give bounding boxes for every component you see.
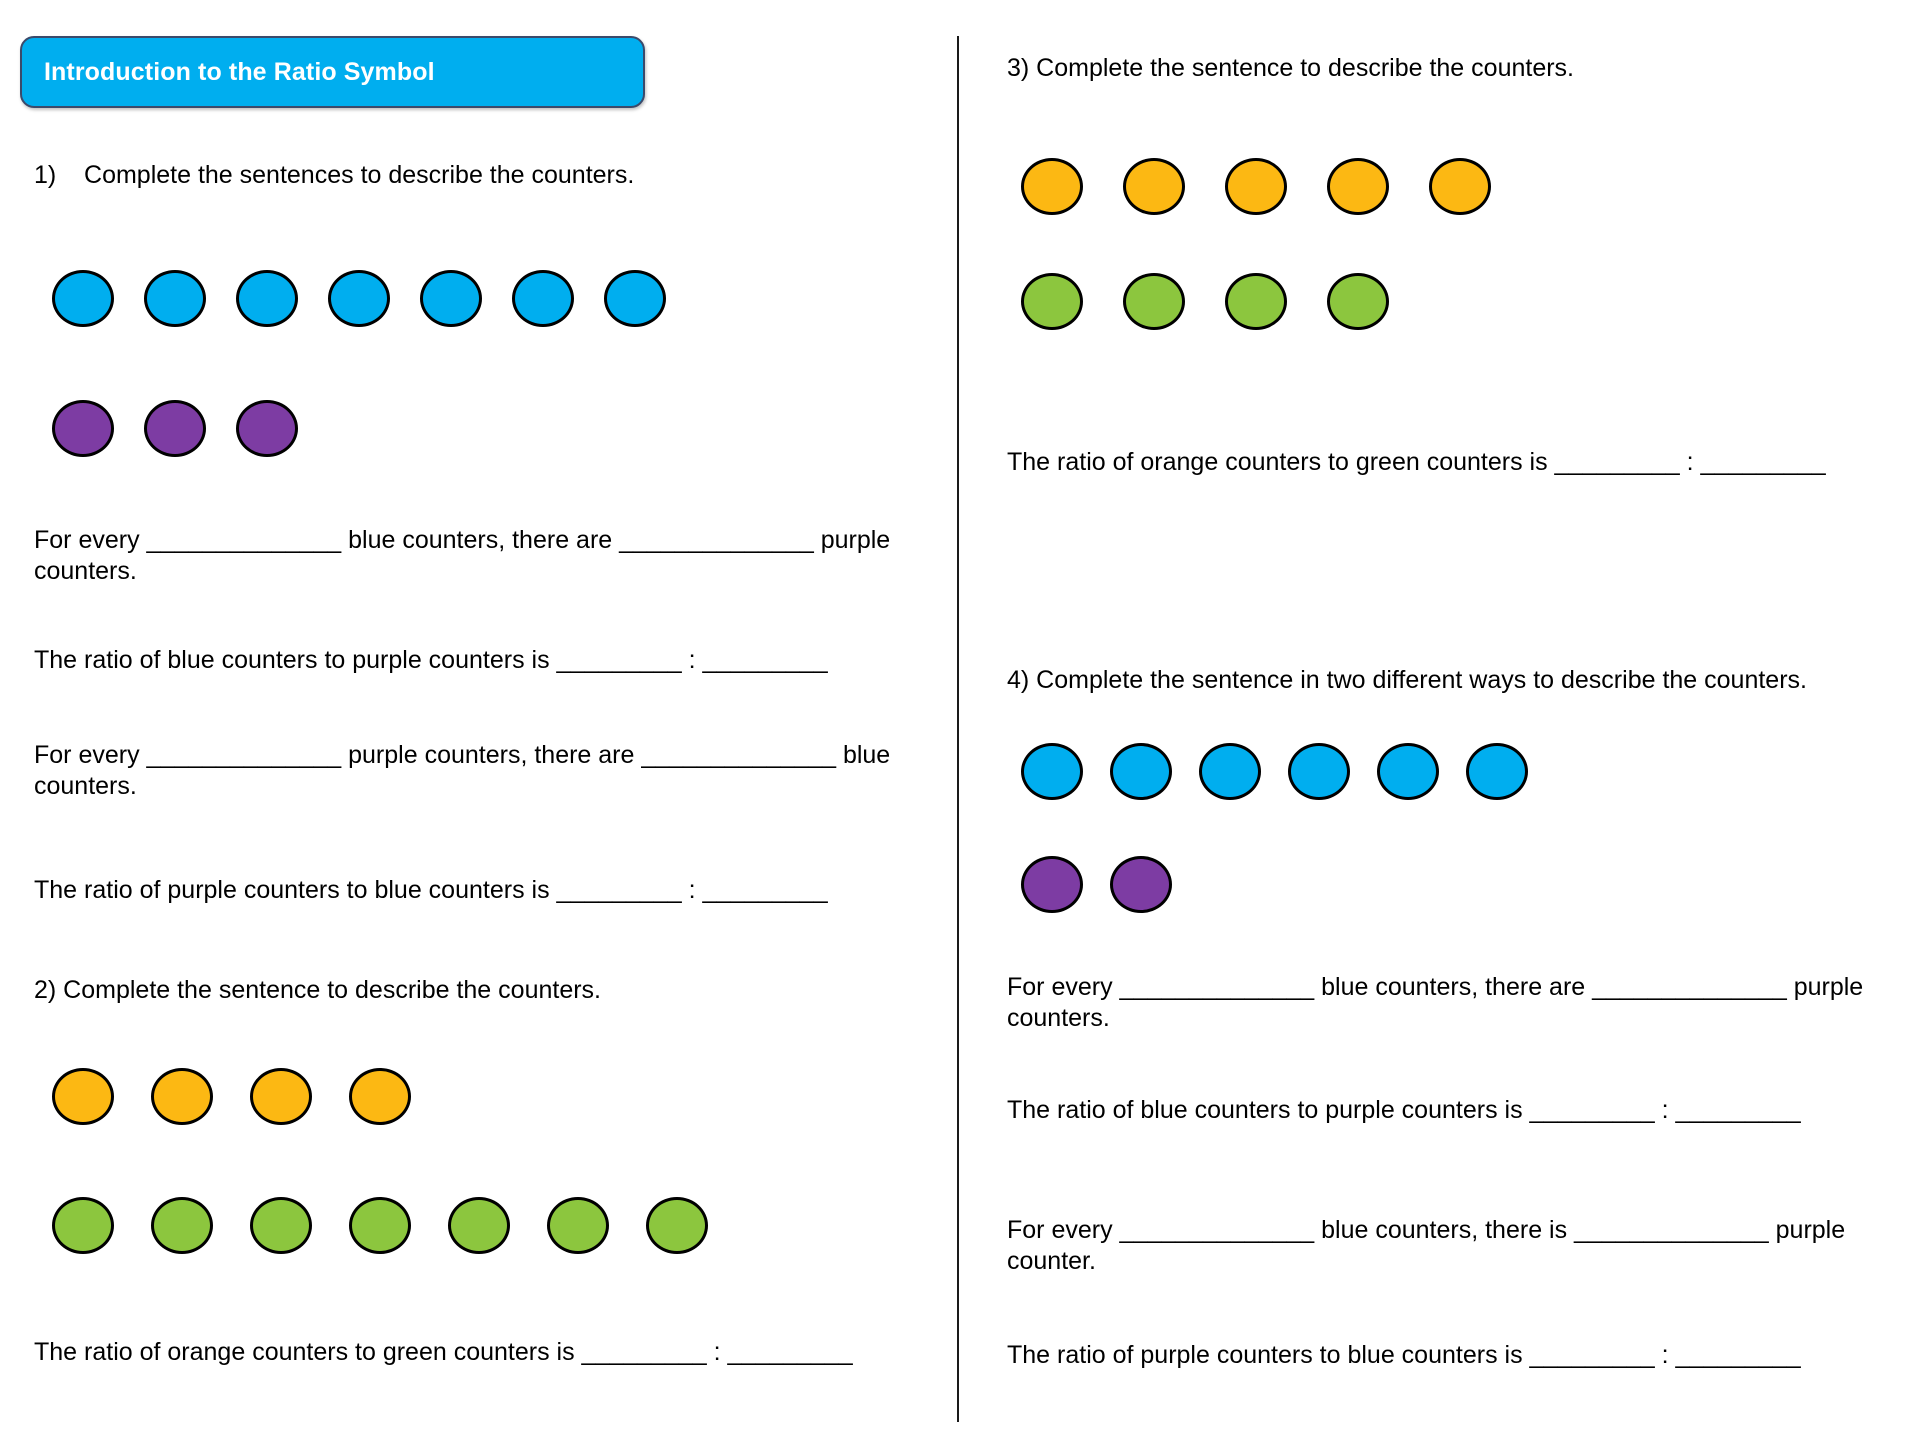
right-column: 3) Complete the sentence to describe the… — [959, 0, 1920, 1440]
question-3-counter-row-green — [1021, 273, 1389, 330]
counter-blue — [144, 270, 206, 327]
counter-purple — [1110, 856, 1172, 913]
counter-orange — [151, 1068, 213, 1125]
counter-purple — [52, 400, 114, 457]
question-4-heading: 4) Complete the sentence in two differen… — [1007, 666, 1807, 694]
counter-green — [1021, 273, 1083, 330]
counter-green — [52, 1197, 114, 1254]
counter-blue — [512, 270, 574, 327]
question-4-sentence-3: For every ______________ blue counters, … — [1007, 1216, 1853, 1275]
counter-green — [1225, 273, 1287, 330]
counter-purple — [144, 400, 206, 457]
counter-green — [547, 1197, 609, 1254]
counter-orange — [1429, 158, 1491, 215]
question-3-heading: 3) Complete the sentence to describe the… — [1007, 54, 1574, 82]
counter-green — [151, 1197, 213, 1254]
question-1-sentence-1: For every ______________ blue counters, … — [34, 526, 898, 585]
counter-blue — [1110, 743, 1172, 800]
counter-orange — [1021, 158, 1083, 215]
counter-green — [349, 1197, 411, 1254]
counter-blue — [604, 270, 666, 327]
counter-green — [448, 1197, 510, 1254]
question-1-counter-row-purple — [52, 400, 298, 457]
question-2-counter-row-green — [52, 1197, 708, 1254]
question-4-counter-row-purple — [1021, 856, 1172, 913]
counter-green — [1123, 273, 1185, 330]
counter-orange — [250, 1068, 312, 1125]
title-banner: Introduction to the Ratio Symbol — [20, 36, 645, 108]
counter-green — [250, 1197, 312, 1254]
left-column: Introduction to the Ratio Symbol 1) Comp… — [0, 0, 957, 1440]
counter-blue — [1199, 743, 1261, 800]
counter-blue — [1377, 743, 1439, 800]
question-2-counter-row-orange — [52, 1068, 411, 1125]
counter-orange — [1123, 158, 1185, 215]
question-3-counter-row-orange — [1021, 158, 1491, 215]
question-2-heading: 2) Complete the sentence to describe the… — [34, 976, 601, 1004]
question-4-counter-row-blue — [1021, 743, 1528, 800]
counter-orange — [1327, 158, 1389, 215]
counter-green — [646, 1197, 708, 1254]
question-4-sentence-1: For every ______________ blue counters, … — [1007, 973, 1871, 1032]
question-4-sentence-4: The ratio of purple counters to blue cou… — [1007, 1341, 1801, 1369]
counter-blue — [52, 270, 114, 327]
counter-blue — [1021, 743, 1083, 800]
question-1-sentence-2: The ratio of blue counters to purple cou… — [34, 646, 828, 674]
question-1-sentence-4: The ratio of purple counters to blue cou… — [34, 876, 828, 904]
counter-purple — [236, 400, 298, 457]
column-divider — [957, 36, 959, 1422]
worksheet-title: Introduction to the Ratio Symbol — [44, 57, 435, 86]
counter-blue — [1466, 743, 1528, 800]
counter-blue — [1288, 743, 1350, 800]
counter-purple — [1021, 856, 1083, 913]
counter-green — [1327, 273, 1389, 330]
question-1-sentence-3: For every ______________ purple counters… — [34, 741, 898, 800]
question-1-counter-row-blue — [52, 270, 666, 327]
counter-orange — [349, 1068, 411, 1125]
counter-orange — [1225, 158, 1287, 215]
question-3-sentence-1: The ratio of orange counters to green co… — [1007, 448, 1826, 476]
counter-blue — [420, 270, 482, 327]
question-4-sentence-2: The ratio of blue counters to purple cou… — [1007, 1096, 1801, 1124]
counter-blue — [328, 270, 390, 327]
question-2-sentence-1: The ratio of orange counters to green co… — [34, 1338, 853, 1366]
counter-orange — [52, 1068, 114, 1125]
question-1-heading: 1) Complete the sentences to describe th… — [34, 161, 635, 189]
counter-blue — [236, 270, 298, 327]
